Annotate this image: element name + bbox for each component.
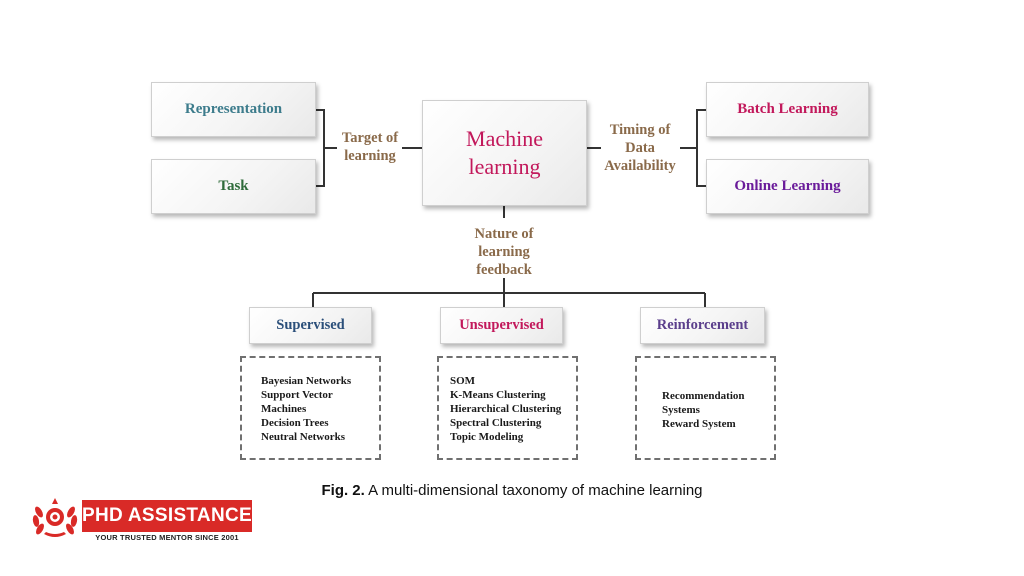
list-item: Machines — [261, 403, 307, 415]
online-learning-label: Online Learning — [734, 178, 841, 194]
figure-number: Fig. 2. — [321, 482, 365, 499]
online-learning-box: Online Learning — [706, 159, 869, 214]
list-item: Bayesian Networks — [261, 375, 352, 387]
list-item: Reward System — [662, 418, 736, 430]
logo-tagline: YOUR TRUSTED MENTOR SINCE 2001 — [95, 533, 239, 542]
figure-caption: Fig. 2. A multi-dimensional taxonomy of … — [0, 482, 1024, 499]
task-box: Task — [151, 159, 316, 214]
unsupervised-box: Unsupervised — [440, 307, 563, 344]
list-item: Decision Trees — [261, 417, 329, 429]
list-item: Topic Modeling — [450, 431, 524, 443]
representation-label: Representation — [184, 101, 283, 117]
timing-of-data-availability-label: Timing of Data Availability — [604, 122, 676, 174]
laurel-emblem-icon — [32, 498, 78, 537]
unsupervised-label: Unsupervised — [459, 317, 544, 333]
list-item: Neutral Networks — [261, 431, 346, 443]
connector-right-bracket — [696, 109, 706, 187]
list-item: Systems — [662, 404, 700, 416]
list-item: Support Vector — [261, 389, 333, 401]
logo-banner: PHD ASSISTANCE — [82, 500, 252, 532]
machine-learning-box: Machine learning — [422, 100, 587, 206]
reinforcement-label: Reinforcement — [656, 317, 749, 333]
supervised-examples: Bayesian Networks Support Vector Machine… — [240, 356, 381, 460]
list-item: Recommendation — [662, 390, 745, 402]
list-item: Spectral Clustering — [450, 417, 542, 429]
unsupervised-examples: SOM K-Means Clustering Hierarchical Clus… — [437, 356, 578, 460]
center-line2: learning — [468, 154, 541, 179]
representation-box: Representation — [151, 82, 316, 137]
supervised-box: Supervised — [249, 307, 372, 344]
task-label: Task — [218, 178, 249, 194]
list-item: SOM — [450, 375, 476, 387]
list-item: K-Means Clustering — [450, 389, 546, 401]
supervised-label: Supervised — [276, 317, 345, 333]
reinforcement-box: Reinforcement — [640, 307, 765, 344]
list-item: Hierarchical Clustering — [450, 403, 562, 415]
batch-learning-label: Batch Learning — [737, 101, 838, 117]
batch-learning-box: Batch Learning — [706, 82, 869, 137]
caption-text: A multi-dimensional taxonomy of machine … — [364, 482, 703, 499]
reinforcement-examples: Recommendation Systems Reward System — [635, 356, 776, 460]
connector-left-bracket — [316, 109, 325, 187]
target-of-learning-label: Target of learning — [341, 130, 399, 164]
nature-of-learning-feedback-label: Nature of learning feedback — [474, 226, 534, 278]
center-line1: Machine — [466, 126, 543, 151]
